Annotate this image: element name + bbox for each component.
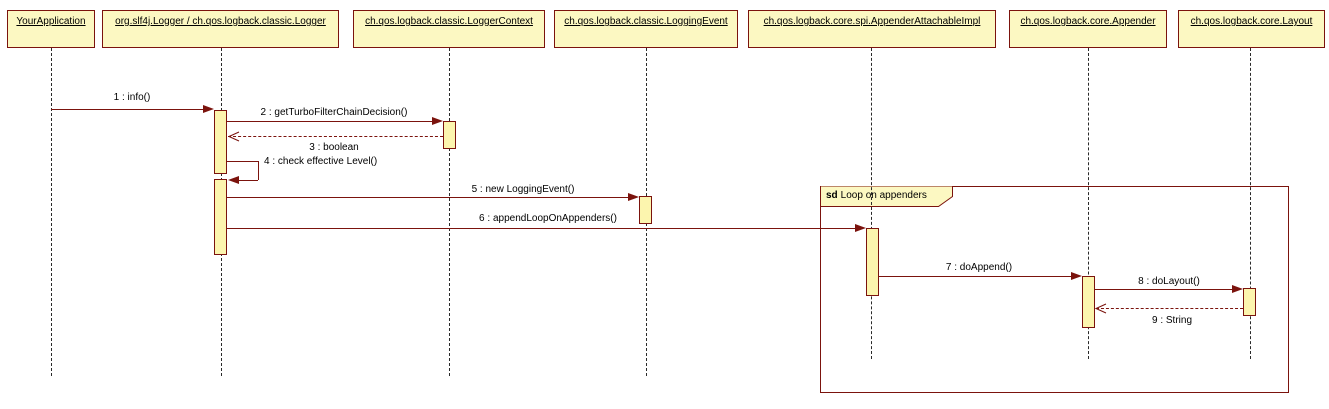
participant-loggingevent: ch.qos.logback.classic.LoggingEvent bbox=[554, 10, 738, 48]
sync-arrowhead-icon bbox=[855, 224, 866, 232]
message-4-line-out bbox=[227, 161, 258, 162]
message-5-label: 5 : new LoggingEvent() bbox=[471, 184, 575, 195]
participant-label: ch.qos.logback.classic.LoggerContext bbox=[365, 16, 533, 27]
lifeline-yourapplication bbox=[51, 48, 52, 376]
return-arrowhead-icon bbox=[227, 131, 240, 142]
sd-keyword: sd bbox=[826, 190, 838, 201]
message-6-label: 6 : appendLoopOnAppenders() bbox=[479, 213, 617, 224]
lifeline-appenderattachableimpl bbox=[871, 48, 872, 359]
activation-appender bbox=[1082, 276, 1095, 328]
sync-arrowhead-icon bbox=[228, 176, 239, 184]
lifeline-appender bbox=[1088, 48, 1089, 359]
sync-arrowhead-icon bbox=[628, 193, 639, 201]
participant-loggercontext: ch.qos.logback.classic.LoggerContext bbox=[353, 10, 545, 48]
participant-label: ch.qos.logback.core.spi.AppenderAttachab… bbox=[763, 16, 981, 27]
participant-label: ch.qos.logback.core.Layout bbox=[1190, 16, 1313, 27]
message-8-line bbox=[1095, 289, 1233, 290]
activation-loggercontext bbox=[443, 121, 456, 149]
message-5-line bbox=[227, 197, 629, 198]
activation-loggingevent bbox=[639, 196, 652, 224]
message-8-label: 8 : doLayout() bbox=[1138, 276, 1200, 287]
loop-frame-label: Loop on appenders bbox=[840, 190, 927, 201]
sync-arrowhead-icon bbox=[1071, 272, 1082, 280]
activation-appenderattachableimpl bbox=[866, 228, 879, 296]
pentagon-shape-icon bbox=[820, 186, 953, 207]
message-9-line bbox=[1096, 308, 1243, 309]
message-2-line bbox=[227, 121, 433, 122]
participant-label: ch.qos.logback.classic.LoggingEvent bbox=[564, 16, 728, 27]
message-7-line bbox=[879, 276, 1072, 277]
message-3-line bbox=[228, 136, 443, 137]
participant-appenderattachableimpl: ch.qos.logback.core.spi.AppenderAttachab… bbox=[748, 10, 996, 48]
participant-label: org.slf4j.Logger / ch.qos.logback.classi… bbox=[115, 16, 326, 27]
sync-arrowhead-icon bbox=[432, 117, 443, 125]
participant-logger: org.slf4j.Logger / ch.qos.logback.classi… bbox=[102, 10, 339, 48]
message-2-label: 2 : getTurboFilterChainDecision() bbox=[260, 107, 408, 118]
message-6-line bbox=[227, 228, 856, 229]
message-9-label: 9 : String bbox=[1151, 315, 1193, 326]
message-3-label: 3 : boolean bbox=[309, 142, 359, 153]
message-4-line-down bbox=[258, 161, 259, 180]
loop-frame bbox=[820, 186, 1289, 393]
participant-layout: ch.qos.logback.core.Layout bbox=[1178, 10, 1325, 48]
activation-logger-2 bbox=[214, 179, 227, 255]
sync-arrowhead-icon bbox=[203, 105, 214, 113]
activation-logger-1 bbox=[214, 110, 227, 174]
participant-label: ch.qos.logback.core.Appender bbox=[1020, 16, 1156, 27]
activation-layout bbox=[1243, 288, 1256, 316]
participant-yourapplication: YourApplication bbox=[7, 10, 95, 48]
message-1-label: 1 : info() bbox=[113, 92, 151, 103]
message-4-line-back bbox=[238, 180, 258, 181]
message-4-label: 4 : check effective Level() bbox=[264, 156, 378, 167]
message-7-label: 7 : doAppend() bbox=[945, 262, 1013, 273]
lifeline-layout bbox=[1250, 48, 1251, 359]
lifeline-loggercontext bbox=[449, 48, 450, 376]
participant-label: YourApplication bbox=[16, 16, 86, 27]
message-1-line bbox=[51, 109, 204, 110]
sync-arrowhead-icon bbox=[1232, 285, 1243, 293]
return-arrowhead-icon bbox=[1094, 303, 1107, 314]
participant-appender: ch.qos.logback.core.Appender bbox=[1009, 10, 1167, 48]
